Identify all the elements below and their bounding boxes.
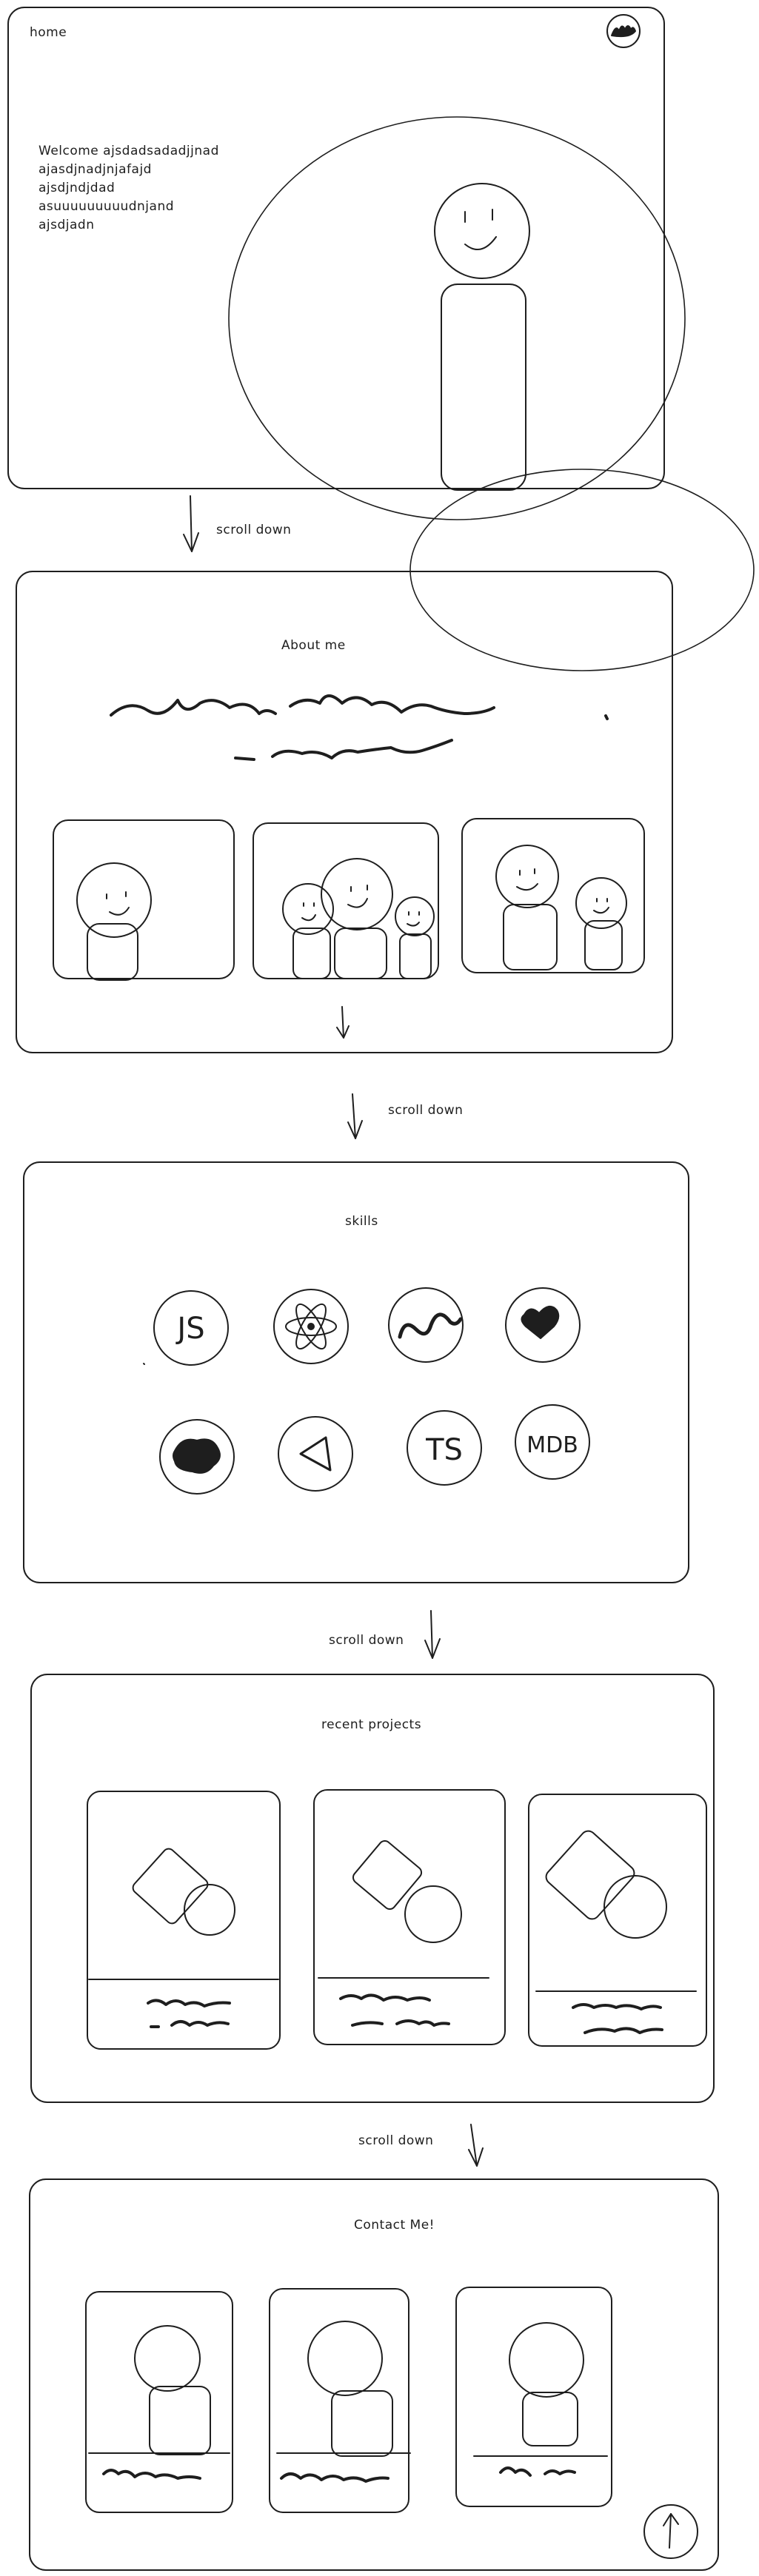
scroll-label-3: scroll down [329,1633,404,1648]
welcome-line-1: Welcome ajsdadsadadjjnad [39,144,219,158]
ts-icon-label: TS [425,1433,463,1467]
react-icon [274,1289,348,1364]
about-title: About me [281,638,346,653]
contact-card-1 [86,2292,233,2512]
react-glyph [286,1301,336,1353]
skills-title: skills [345,1214,378,1229]
triangle-icon [278,1417,352,1491]
mdb-icon-label: MDB [526,1432,578,1458]
snake-icon [389,1288,463,1362]
projects-section [31,1674,714,2102]
hero-circle [229,117,685,520]
project-card-3 [529,1794,706,2046]
about-section [16,571,672,1053]
welcome-line-3: ajsdjndjdad [39,181,116,195]
overflow-ellipse [410,469,754,671]
project-card-2 [314,1790,505,2045]
contact-frame [30,2179,718,2570]
triangle-glyph [301,1438,330,1470]
contact-card-2 [270,2289,410,2512]
about-card-2 [253,823,438,979]
contact-card-3 [456,2287,612,2506]
welcome-line-4: asuuuuuuuuudnjand [39,199,175,214]
snake-glyph [400,1315,461,1337]
about-card-3 [462,819,644,973]
ts-icon [407,1411,481,1485]
heart-glyph [521,1307,558,1338]
home-section [8,7,685,520]
about-scribble [111,696,607,759]
scroll-arrow-4 [469,2124,483,2166]
scroll-arrow-3 [425,1611,440,1658]
scroll-label-2: scroll down [388,1103,464,1118]
scroll-arrow-2 [348,1094,362,1138]
about-card-1 [53,820,234,980]
welcome-line-2: ajasdjnadjnjafajd [39,162,152,177]
skills-frame [24,1162,689,1583]
heart-icon [506,1288,580,1362]
figure-body [441,284,526,490]
hero-figure [229,117,685,520]
scroll-arrow-1 [184,496,198,551]
home-frame [8,7,664,489]
figure-head [435,184,529,278]
mdb-icon [515,1405,589,1479]
project-card-1 [87,1791,280,2049]
js-icon [154,1291,228,1365]
welcome-text: Welcome ajsdadsadadjjnad ajasdjnadjnjafa… [39,142,219,235]
blob-icon [160,1420,234,1494]
projects-title: recent projects [321,1717,422,1732]
js-icon-label: JS [175,1312,204,1346]
scroll-label-1: scroll down [216,523,292,537]
blob-glyph [173,1439,220,1472]
projects-frame [31,1674,714,2102]
back-to-top-button[interactable] [644,2505,698,2558]
contact-title: Contact Me! [354,2218,435,2233]
about-frame [16,571,672,1053]
logo-icon[interactable] [607,15,640,47]
skills-section [24,1162,689,1583]
scroll-label-4: scroll down [358,2133,434,2148]
about-down-arrow [337,1007,349,1038]
figure-smile [465,237,496,249]
welcome-line-5: ajsdjadn [39,218,95,232]
nav-home-link[interactable]: home [30,25,67,40]
contact-section [30,2179,718,2570]
